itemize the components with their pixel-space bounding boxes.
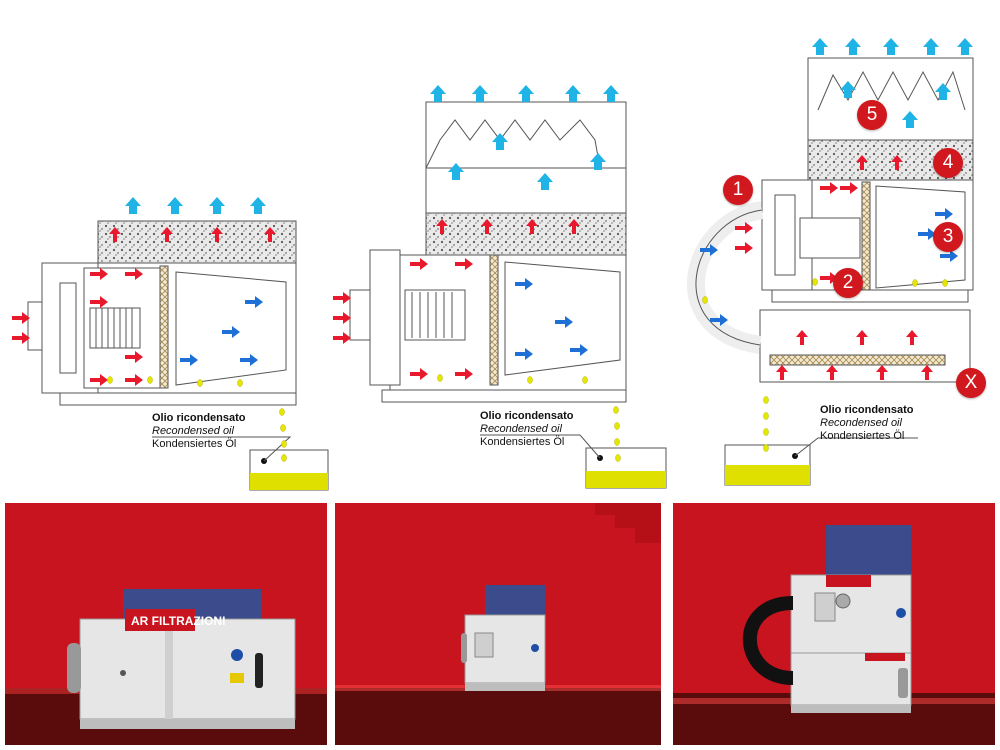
stage-badge-2: 2 (833, 268, 863, 298)
oil-drops (107, 278, 948, 462)
caption-english: Recondensed oil (152, 425, 234, 437)
caption-english: Recondensed oil (480, 423, 562, 435)
stage-badge-3: 3 (933, 222, 963, 252)
oil-caption-2: Olio ricondensato Recondensed oil Konden… (480, 410, 574, 449)
brand-logo-text: AR FILTRAZIONI (131, 614, 225, 628)
stage-badge-4: 4 (933, 148, 963, 178)
caption-english: Recondensed oil (820, 417, 902, 429)
oil-mist-filter-diagrams (12, 38, 974, 491)
oil-caption-1: Olio ricondensato Recondensed oil Konden… (152, 412, 246, 451)
unit-3-diagram (687, 57, 974, 486)
oil-caption-3: Olio ricondensato Recondensed oil Konden… (820, 404, 914, 443)
outflow-arrows (125, 38, 973, 214)
caption-german: Kondensiertes Öl (480, 436, 565, 448)
inflow-arrows (12, 155, 933, 386)
caption-german: Kondensiertes Öl (820, 430, 905, 442)
stage-badge-x: X (956, 368, 986, 398)
product-photo-1: AR FILTRAZIONI (5, 503, 327, 745)
stage-badge-5: 5 (857, 100, 887, 130)
unit-1-diagram (27, 220, 329, 491)
caption-italian: Olio ricondensato (820, 404, 914, 416)
caption-german: Kondensiertes Öl (152, 438, 237, 450)
caption-italian: Olio ricondensato (480, 410, 574, 422)
unit-2-diagram (349, 101, 667, 489)
product-photo-3 (673, 503, 995, 745)
caption-italian: Olio ricondensato (152, 412, 246, 424)
product-photo-2 (335, 503, 661, 745)
mixed-arrows (180, 208, 958, 366)
stage-badge-1: 1 (723, 175, 753, 205)
